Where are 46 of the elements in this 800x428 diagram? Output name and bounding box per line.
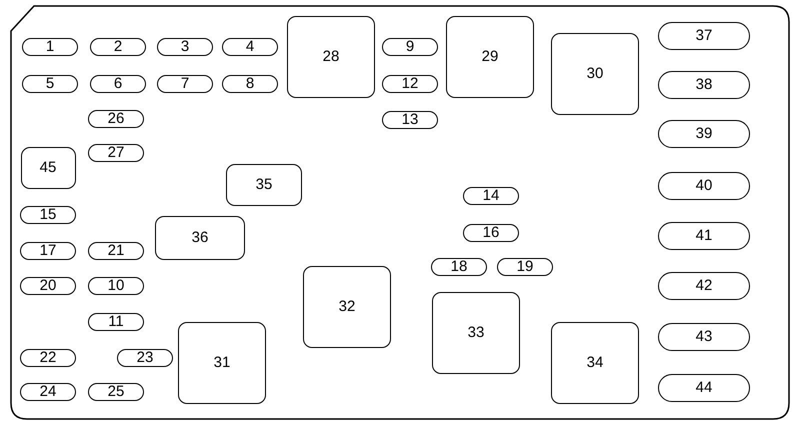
fuse-box: 39 [658,120,750,148]
fuse-box: 20 [20,276,76,294]
fuse-box: 2 [90,38,146,56]
fuse-box: 5 [22,74,78,92]
fuse-box: 14 [463,186,519,204]
relay-box: 34 [551,322,639,404]
fuse-box: 9 [382,38,438,56]
fuse-box: 18 [431,258,487,276]
relay-box: 45 [20,146,76,188]
relay-box: 36 [155,216,245,260]
fuse-box: 25 [88,382,144,400]
fuse-box: 21 [88,242,144,260]
relay-box: 35 [226,164,302,206]
relay-box: 28 [287,16,375,98]
fuse-box: 6 [90,74,146,92]
relay-box: 31 [178,322,266,404]
fuse-box: 15 [20,206,76,224]
fuse-box: 38 [658,70,750,98]
fuse-box: 13 [382,110,438,128]
fuse-box: 4 [222,38,278,56]
fuse-box: 42 [658,272,750,300]
fuse-box: 11 [88,312,144,330]
relay-box: 32 [303,266,391,348]
fuse-box: 7 [157,74,213,92]
fuse-box: 8 [222,74,278,92]
relay-box: 29 [446,16,534,98]
fuse-box: 10 [88,276,144,294]
fuse-box: 40 [658,172,750,200]
fuse-box: 27 [88,144,144,162]
relay-box: 33 [432,292,520,374]
fuse-box: 16 [463,224,519,242]
fuse-box: 43 [658,322,750,350]
fuse-box: 37 [658,22,750,50]
fuse-box: 22 [20,348,76,366]
fuse-box: 12 [382,74,438,92]
relay-box: 30 [551,32,639,114]
fuse-box: 3 [157,38,213,56]
fuse-box: 41 [658,222,750,250]
fuse-box: 26 [88,110,144,128]
fuse-panel-outline [10,4,790,420]
fuse-box: 17 [20,242,76,260]
fuse-box: 44 [658,374,750,402]
fuse-box: 1 [22,38,78,56]
fuse-box: 24 [20,382,76,400]
fuse-box: 23 [117,348,173,366]
fuse-box: 19 [497,258,553,276]
